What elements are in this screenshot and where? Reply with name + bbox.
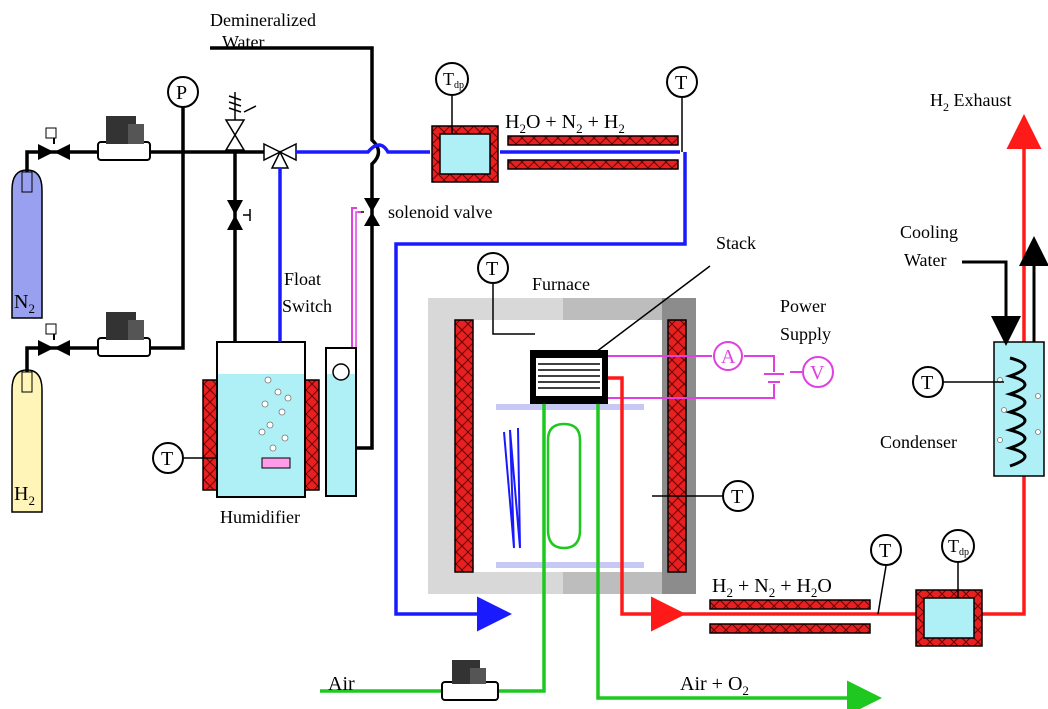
bypass-valve <box>227 200 251 230</box>
stack-temperature-sensor: T <box>477 252 535 335</box>
float-switch-wire <box>341 207 357 370</box>
furnace-temperature-sensor: T <box>652 480 754 512</box>
top-heated-line: H2O + N2 + H2 T <box>505 66 698 170</box>
three-way-valve <box>263 142 297 169</box>
voltmeter: V <box>802 356 834 388</box>
n2-cylinder: N2 <box>11 169 43 319</box>
relief-valve <box>224 92 257 151</box>
power-supply-label: Power <box>780 296 826 316</box>
svg-text:Tdp: Tdp <box>948 536 969 558</box>
stack: Stack <box>530 233 756 404</box>
humidifier: Humidifier <box>202 341 357 527</box>
svg-text:Humidifier: Humidifier <box>220 507 300 527</box>
svg-text:Tdp: Tdp <box>443 69 464 91</box>
condenser: Condenser <box>880 341 1045 477</box>
h2-exhaust-label: H2 Exhaust <box>930 90 1012 114</box>
svg-text:T: T <box>161 448 173 470</box>
svg-text:Condenser: Condenser <box>880 432 957 452</box>
svg-text:T: T <box>879 540 891 562</box>
float-label: Float <box>284 269 321 289</box>
svg-text:T: T <box>921 372 933 394</box>
air-o2-label: Air + O2 <box>680 673 749 698</box>
float-label-2: Switch <box>282 296 332 316</box>
h2-regulator-valve <box>38 323 70 356</box>
bottom-heated-line: H2 + N2 + H2O T <box>709 534 902 634</box>
bottom-mixture-label: H2 + N2 + H2O <box>712 575 832 600</box>
svg-text:A: A <box>721 346 736 368</box>
svg-text:P: P <box>176 82 187 104</box>
humidifier-temperature-sensor: T <box>152 442 217 474</box>
air-label: Air <box>328 673 355 695</box>
cooling-water-label: Cooling <box>900 222 958 242</box>
h2-mass-flow-controller <box>97 312 151 357</box>
svg-text:solenoid valve: solenoid valve <box>388 202 492 222</box>
power-supply-label-2: Supply <box>780 324 831 344</box>
air-line <box>320 404 882 709</box>
cooling-water-line <box>962 236 1048 346</box>
svg-text:Furnace: Furnace <box>532 274 590 294</box>
dewpoint-sensor-bottom: Tdp <box>915 529 983 647</box>
svg-text:V: V <box>810 362 825 384</box>
demin-water-line <box>210 46 381 450</box>
n2-regulator-valve <box>38 127 70 160</box>
svg-text:T: T <box>731 486 743 508</box>
h2-cylinder: H2 <box>11 369 43 513</box>
demin-water-label-2: Water <box>222 32 265 52</box>
condenser-temperature-sensor: T <box>912 366 1004 398</box>
furnace: Furnace <box>428 274 696 594</box>
svg-text:Stack: Stack <box>716 233 756 253</box>
cooling-water-label-2: Water <box>904 250 947 270</box>
top-mixture-label: H2O + N2 + H2 <box>505 111 625 136</box>
air-mass-flow-controller <box>441 660 499 701</box>
demin-water-label: Demineralized <box>210 10 316 30</box>
h2-label: H2 <box>14 483 35 508</box>
dewpoint-sensor-top: Tdp <box>431 62 499 183</box>
solenoid-valve: solenoid valve <box>358 198 492 226</box>
svg-text:T: T <box>675 72 687 94</box>
electrical-circuit <box>608 355 802 399</box>
n2-label: N2 <box>14 291 35 316</box>
svg-text:T: T <box>486 258 498 280</box>
preheat-coil <box>503 427 521 549</box>
n2-mass-flow-controller <box>97 116 151 161</box>
ammeter: A <box>713 341 743 371</box>
exhaust-line <box>608 114 1042 632</box>
pressure-gauge: P <box>167 76 199 112</box>
